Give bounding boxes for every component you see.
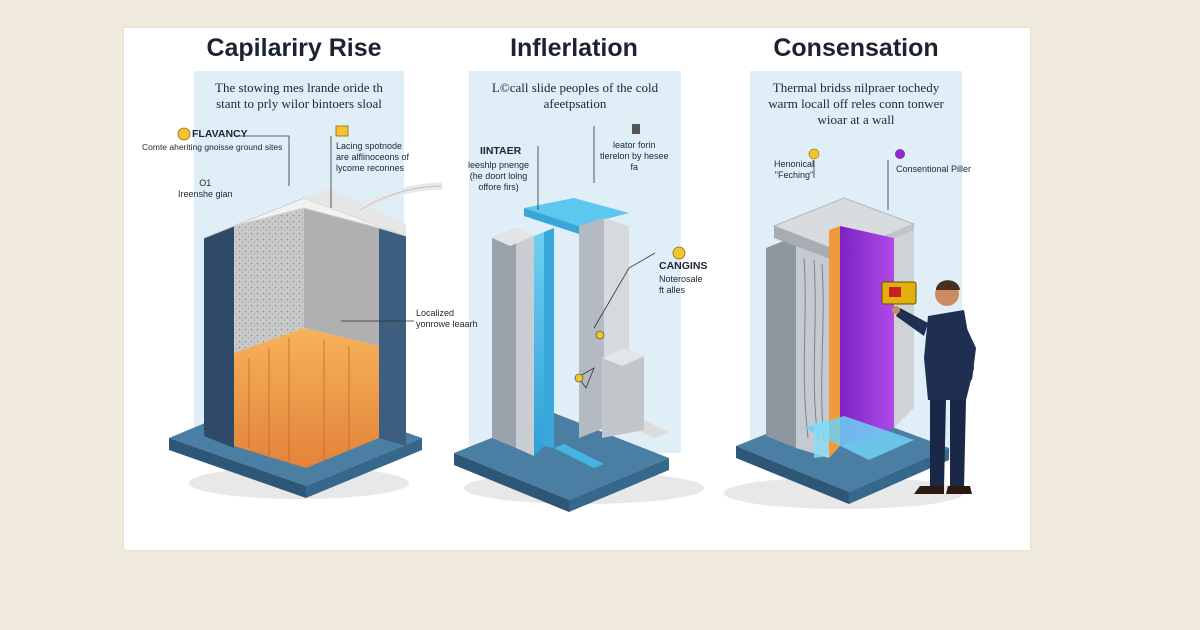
panel-1-title: Capilariry Rise	[206, 34, 382, 62]
panel-2-callout-desc: Noterosale ft alles	[659, 274, 703, 295]
panel-1-left-note: O1 Ireenshe gian	[178, 178, 233, 199]
gauge-icon	[672, 246, 686, 260]
panel-2-heading-desc: leeshlp pnenge (he doort lolng offore fi…	[468, 160, 530, 192]
inflerlation-wall	[454, 124, 704, 512]
panel-1-subtitle-line1: The stowing mes lrande oride th	[215, 80, 383, 95]
panel-1-right-note: Lacing spotnode are alflinoceons of lyco…	[336, 141, 410, 173]
panel-2-subtitle-line2: afeetpsation	[543, 96, 607, 111]
consensation-wall	[724, 148, 976, 509]
panel-3-left-note: Henonical "Feching"	[774, 159, 815, 180]
panel-3-subtitle-line3: wioar at a wall	[817, 112, 895, 127]
panel-2-title: Inflerlation	[510, 34, 638, 62]
probe-icon	[574, 373, 584, 383]
warning-icon	[177, 127, 191, 141]
meter-icon	[335, 125, 349, 137]
panel-2-subtitle-line1: L©call slide peoples of the cold	[491, 80, 659, 95]
panel-1-flag-label: FLAVANCY	[192, 128, 248, 140]
capillary-block	[169, 125, 443, 499]
sensor-icon	[595, 330, 605, 340]
panel-1-callout: Localized yonrowe leaarh	[416, 308, 478, 329]
infographic-card: Capilariry Rise The stowing mes lrande o…	[124, 28, 1030, 550]
panel-1-subtitle-line2: stant to prly wilor bintoers sloal	[216, 96, 382, 111]
panel-3-right-note: Consentional Piller	[896, 164, 972, 174]
panel-3-subtitle-line2: warm locall off reles conn tonwer	[768, 96, 944, 111]
panel-3-title: Consensation	[773, 34, 939, 62]
inspector-person	[892, 280, 976, 494]
thermo-icon	[808, 148, 820, 160]
panel-3-subtitle-line1: Thermal bridss nilpraer tochedy	[772, 80, 940, 95]
panel-2-callout-title: CANGINS	[659, 260, 708, 272]
panel-2-right-note: leator forin tlerelon by hesee fa	[600, 140, 669, 172]
panel-2-heading: IINTAER	[480, 145, 522, 157]
thermal-dot-icon	[895, 149, 905, 159]
tag-icon	[632, 124, 640, 134]
illustrations-svg	[169, 124, 976, 512]
panel-1-flag-desc: Comte aheriting gnoisse ground sites	[142, 142, 283, 152]
